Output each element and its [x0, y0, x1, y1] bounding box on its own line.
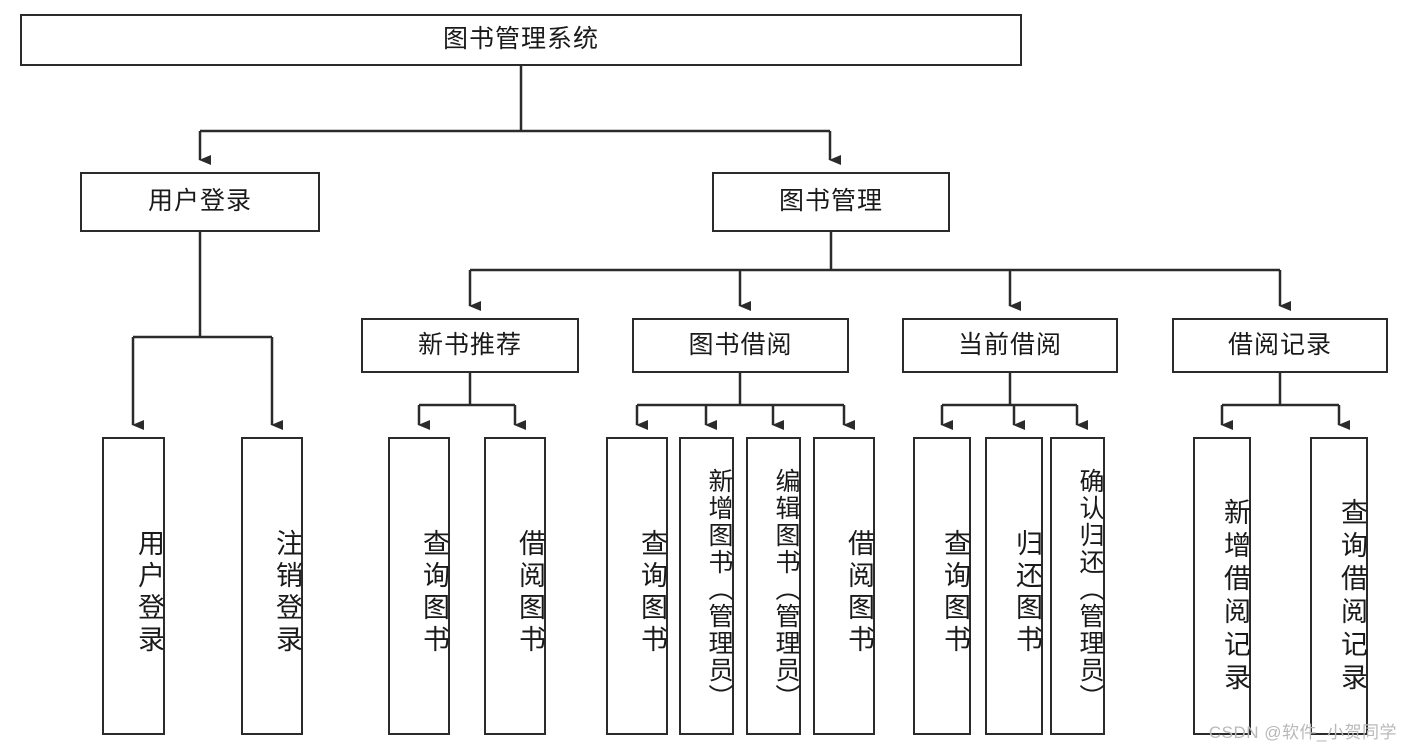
leaf-logout[interactable]: 注销登录 [241, 437, 303, 735]
leaf-return-book[interactable]: 归还图书 [985, 437, 1043, 735]
node-book-borrow[interactable]: 图书借阅 [632, 318, 849, 373]
leaf-user-login[interactable]: 用户登录 [102, 437, 165, 735]
node-borrow-record-label: 借阅记录 [1227, 330, 1332, 359]
leaf-user-login-label: 用户登录 [134, 529, 164, 657]
leaf-add-borrow-record-label: 新增借阅记录 [1220, 498, 1250, 696]
leaf-logout-label: 注销登录 [272, 529, 302, 657]
node-root-label: 图书管理系统 [442, 25, 599, 54]
leaf-borrow-book-recommend-label: 借阅图书 [515, 529, 545, 657]
node-book-management-label: 图书管理 [778, 187, 883, 216]
leaf-confirm-return-admin-label: 确认归还（管理员） [1076, 467, 1104, 711]
node-book-borrow-label: 图书借阅 [688, 330, 793, 359]
node-current-borrow-label: 当前借阅 [957, 330, 1062, 359]
leaf-query-book-current[interactable]: 查询图书 [913, 437, 971, 735]
leaf-return-book-label: 归还图书 [1012, 529, 1042, 657]
leaf-add-borrow-record[interactable]: 新增借阅记录 [1193, 437, 1251, 735]
leaf-borrow-book-label: 借阅图书 [844, 529, 874, 657]
leaf-query-book-borrow[interactable]: 查询图书 [606, 437, 668, 735]
leaf-query-borrow-record[interactable]: 查询借阅记录 [1310, 437, 1368, 735]
leaf-confirm-return-admin[interactable]: 确认归还（管理员） [1050, 437, 1105, 735]
leaf-query-book-recommend[interactable]: 查询图书 [388, 437, 450, 735]
node-user-login-label: 用户登录 [147, 187, 252, 216]
leaf-query-book-recommend-label: 查询图书 [419, 529, 449, 657]
leaf-query-book-current-label: 查询图书 [940, 529, 970, 657]
node-new-book-recommend-label: 新书推荐 [417, 330, 522, 359]
leaf-add-book-admin[interactable]: 新增图书（管理员） [679, 437, 734, 735]
leaf-query-borrow-record-label: 查询借阅记录 [1337, 498, 1367, 696]
node-root[interactable]: 图书管理系统 [20, 14, 1022, 66]
leaf-borrow-book[interactable]: 借阅图书 [813, 437, 875, 735]
node-current-borrow[interactable]: 当前借阅 [902, 318, 1118, 373]
node-book-management[interactable]: 图书管理 [712, 172, 950, 232]
leaf-borrow-book-recommend[interactable]: 借阅图书 [484, 437, 546, 735]
leaf-query-book-borrow-label: 查询图书 [637, 529, 667, 657]
watermark-text: CSDN @软件_小贺同学 [1208, 723, 1397, 742]
leaf-edit-book-admin[interactable]: 编辑图书（管理员） [746, 437, 801, 735]
leaf-add-book-admin-label: 新增图书（管理员） [705, 467, 733, 711]
node-borrow-record[interactable]: 借阅记录 [1172, 318, 1388, 373]
node-user-login[interactable]: 用户登录 [80, 172, 320, 232]
node-new-book-recommend[interactable]: 新书推荐 [361, 318, 579, 373]
leaf-edit-book-admin-label: 编辑图书（管理员） [772, 467, 800, 711]
